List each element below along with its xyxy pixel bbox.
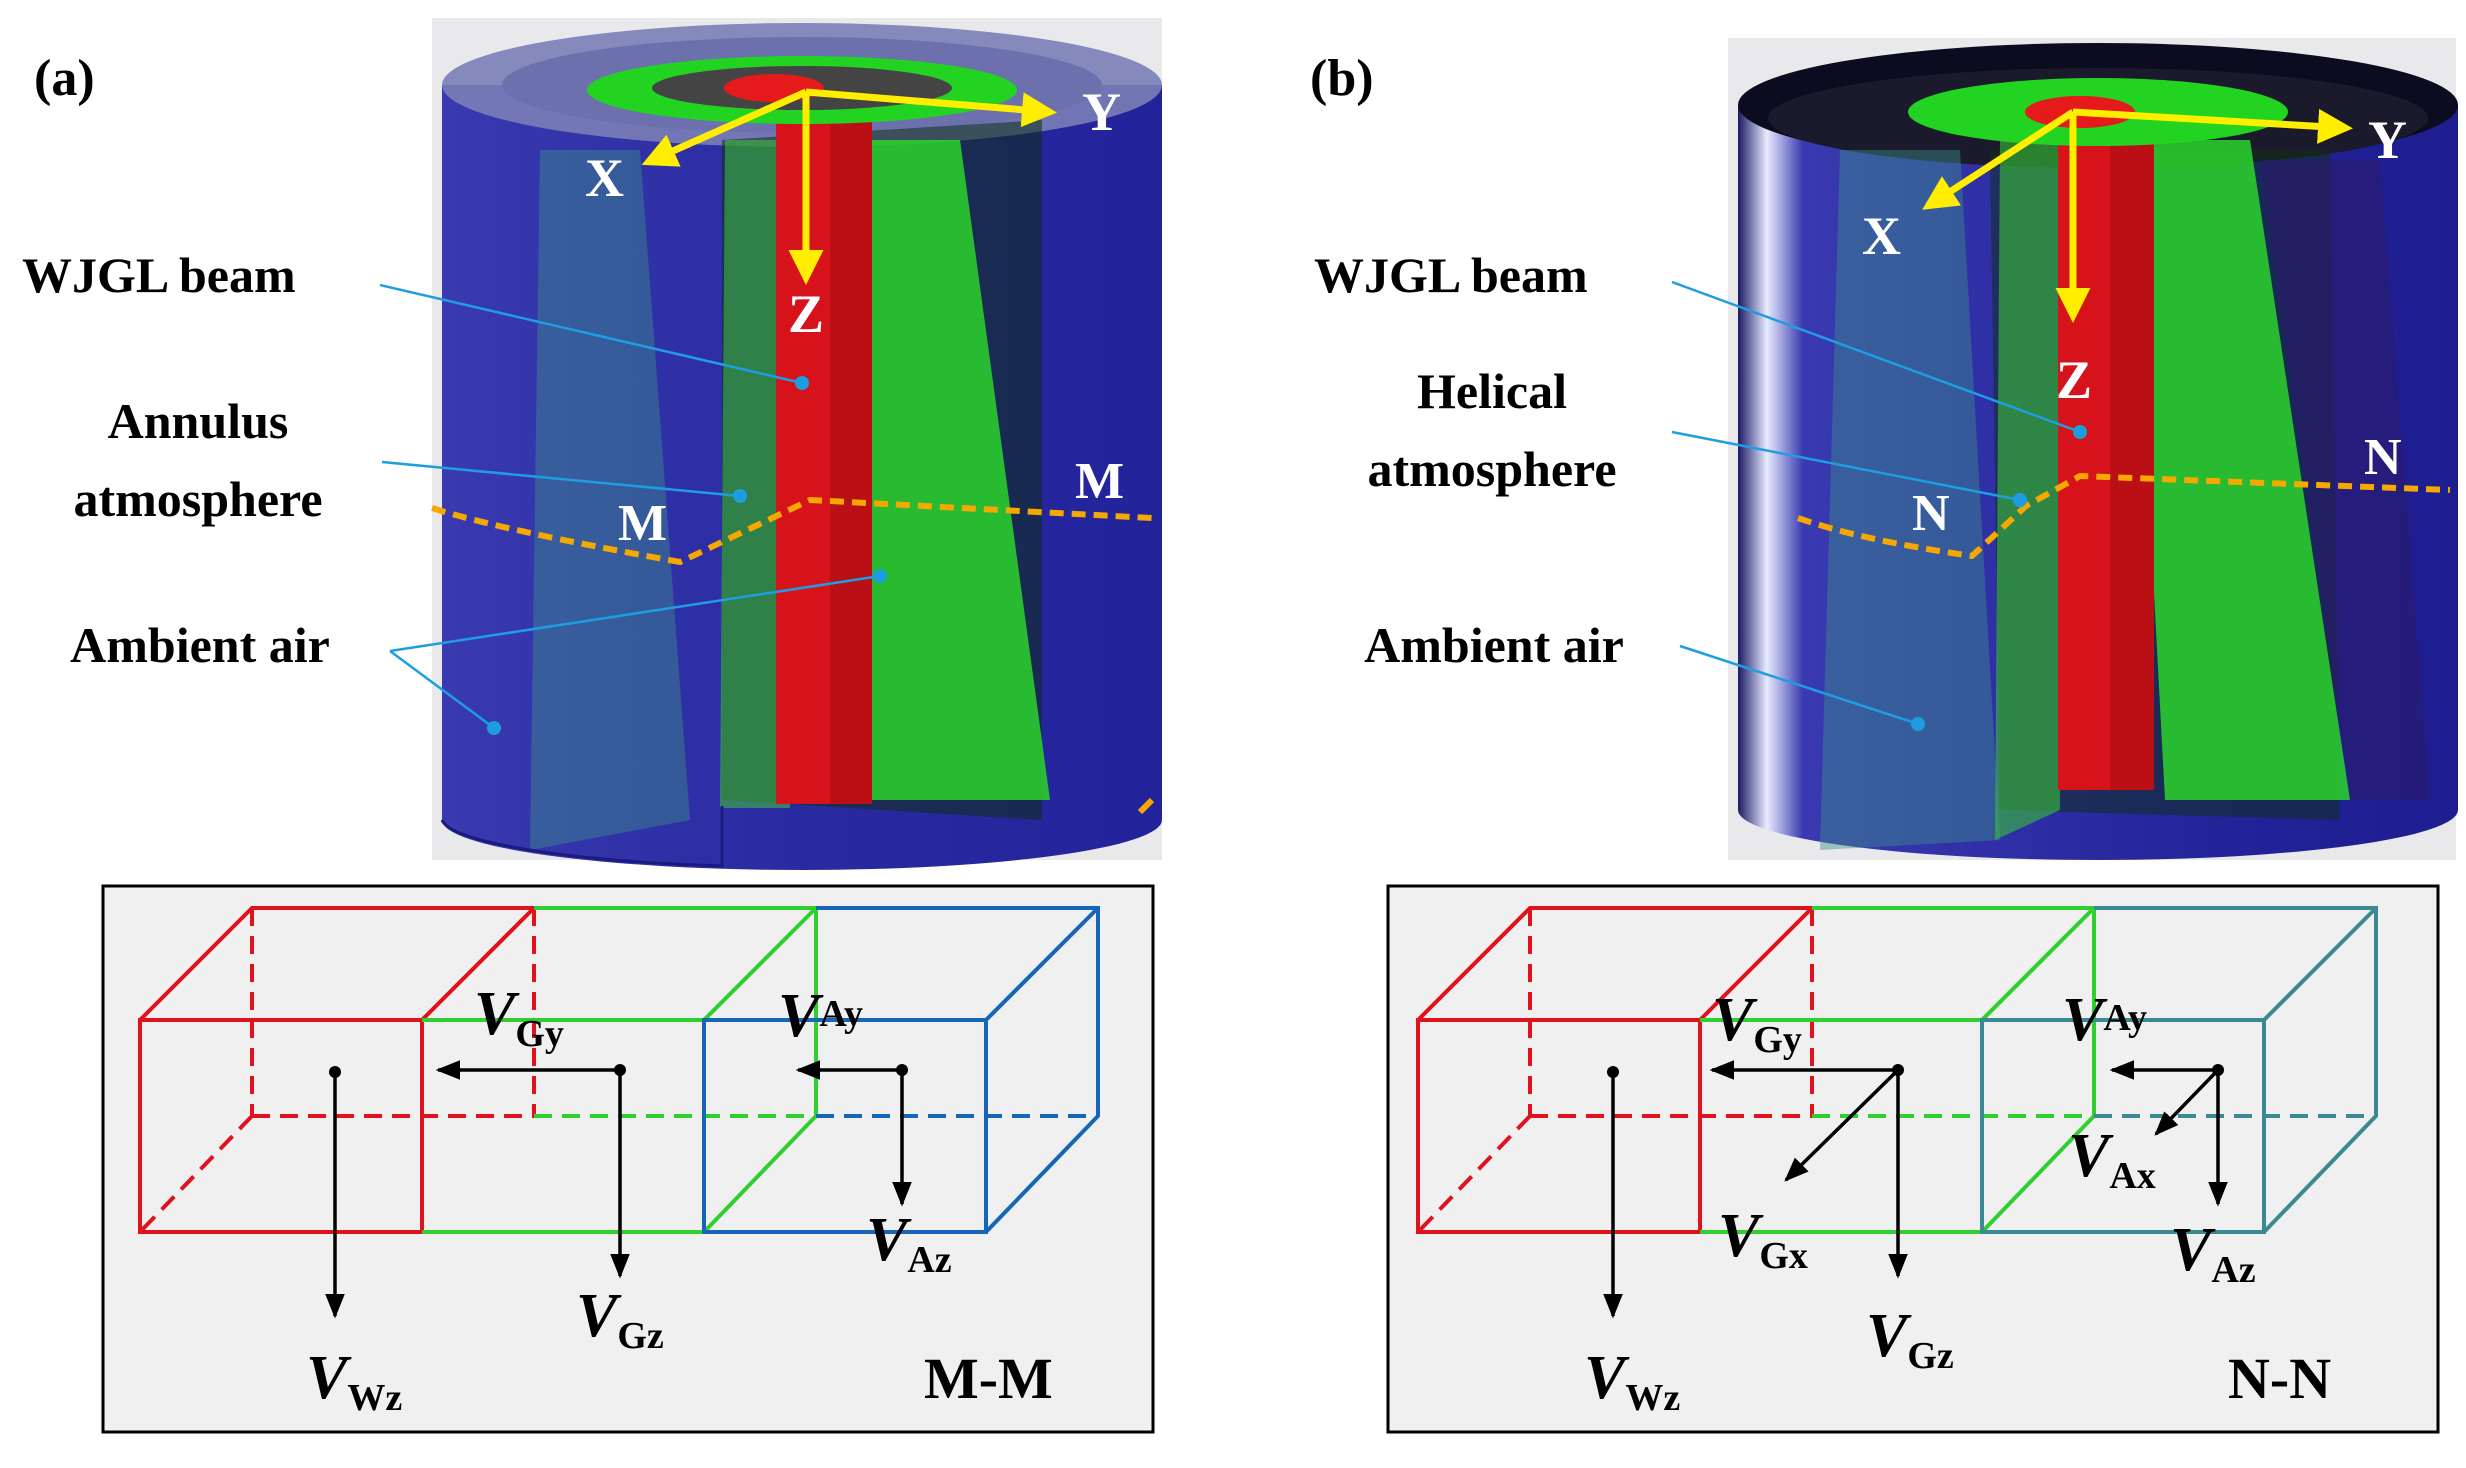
gas-cube-b (1700, 906, 2096, 1234)
gas-cone-left (530, 150, 690, 850)
callout-ambient-b: Ambient air (1364, 617, 1624, 673)
axis-y-label-b: Y (2368, 110, 2407, 170)
gas-cone-right-b (2130, 140, 2350, 800)
callout-atmo-line1-b: Helical (1417, 363, 1567, 419)
label-vwz-b: VWz (1584, 1344, 1680, 1419)
section-schematic-b: VGy VAy VAx VGx VAz VGz VWz N-N (1386, 884, 2440, 1434)
label-vgx-b: VGx (1718, 1202, 1808, 1277)
callout-atmo-line2: atmosphere (73, 471, 322, 527)
axis-z-label: Z (788, 284, 824, 344)
section-marker-right-b: N (2364, 429, 2402, 486)
axes-a: Y X Z (585, 82, 1121, 344)
label-vgy-b: VGy (1712, 986, 1802, 1061)
section-line-m (431, 496, 1153, 566)
axis-x-label: X (585, 148, 624, 208)
label-vgy: VGy (474, 980, 564, 1055)
water-cube-a (138, 906, 539, 1234)
section-schematic-a: VGy VAy VAz VGz VWz M-M (101, 884, 1155, 1434)
label-vaz-b: VAz (2170, 1216, 2256, 1291)
gas-cone-left-b (1820, 150, 2000, 850)
callout-beam-b: WJGL beam (1314, 247, 1588, 303)
section-marker-left-b: N (1912, 485, 1950, 542)
cylinder-b (1738, 43, 2458, 860)
section-line-n (1796, 472, 2451, 560)
section-title-b: N-N (2228, 1346, 2331, 1411)
callouts-b: WJGL beam Helical atmosphere Ambient air (1314, 247, 2087, 731)
callout-ambient: Ambient air (70, 617, 330, 673)
label-vaz: VAz (866, 1206, 952, 1281)
section-marker-right: M (1075, 453, 1124, 510)
panel-a-tag: (a) (34, 50, 95, 107)
gas-cube-a (422, 906, 818, 1234)
gas-cone-right (860, 140, 1050, 800)
label-vay: VAy (778, 982, 863, 1050)
section-title-a: M-M (924, 1346, 1053, 1411)
panel-b-tag: (b) (1310, 50, 1374, 107)
callout-atmo-line2-b: atmosphere (1367, 441, 1616, 497)
label-vwz: VWz (306, 1344, 402, 1419)
ambient-cube-a (702, 906, 1100, 1234)
axis-y-label: Y (1082, 82, 1121, 142)
callouts-a: WJGL beam Annulus atmosphere Ambient air (22, 247, 887, 735)
water-cube-b (1416, 906, 1817, 1234)
panel-b: (b) Y X Z N N WJGL beam (1310, 38, 2458, 1434)
section-marker-left: M (618, 495, 667, 552)
panel-a: (a) Y (22, 18, 1162, 1434)
label-vgz: VGz (576, 1282, 664, 1357)
callout-beam: WJGL beam (22, 247, 296, 303)
axis-x-label-b: X (1862, 206, 1901, 266)
label-vax-b: VAx (2068, 1122, 2156, 1197)
label-vgz-b: VGz (1866, 1302, 1954, 1377)
callout-atmo-line1: Annulus (108, 393, 289, 449)
cylinder-a (440, 23, 1162, 870)
label-vay-b: VAy (2062, 986, 2147, 1054)
axis-z-label-b: Z (2056, 350, 2092, 410)
axes-b: Y X Z (1862, 108, 2407, 410)
ambient-cube-b (1980, 906, 2378, 1234)
